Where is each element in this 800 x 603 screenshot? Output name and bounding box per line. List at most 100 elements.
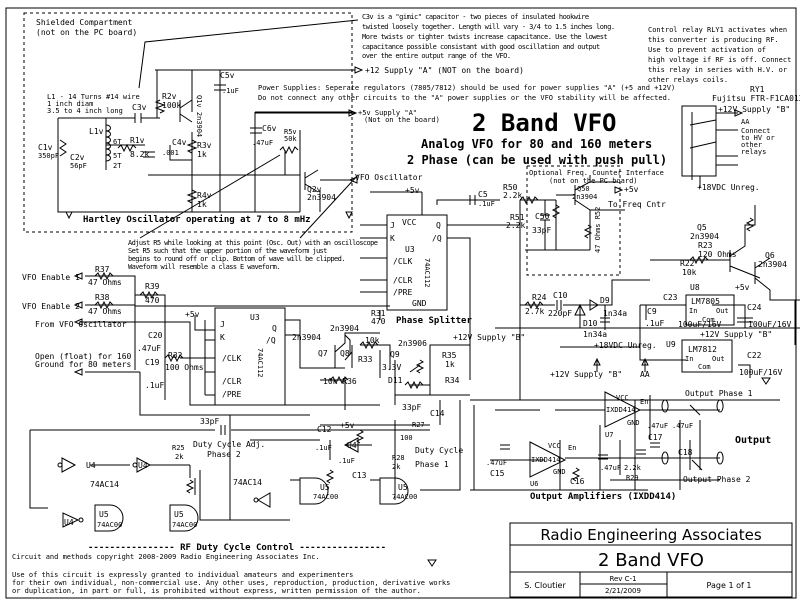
title-block	[509, 522, 793, 598]
vfo-enable-1: VFO Enable 1	[22, 273, 80, 282]
d11-value: 3.3V	[382, 363, 401, 372]
phase-splitter-title: Phase Splitter	[396, 315, 472, 326]
r28-label: R28	[392, 454, 405, 462]
u3-pin-pre: /PRE	[393, 288, 412, 297]
c1v-label: C1v	[38, 143, 53, 152]
counter-5v: +5v	[624, 185, 639, 194]
u8-out: Out	[716, 307, 729, 315]
d11-label: D11	[388, 376, 403, 385]
relay-supply-b: +12V Supply "B"	[718, 105, 790, 114]
u3-pin-clk: /CLK	[393, 257, 412, 266]
r52-label: 47 Ohms R52	[594, 207, 602, 253]
to-freq-counter: To Freq Cntr	[608, 200, 666, 209]
band-select-160: Open (float) for 160	[35, 352, 132, 361]
c3v-label: C3v	[132, 103, 147, 112]
u7-en: En	[640, 398, 648, 406]
svg-text:this converter is producing RF: this converter is producing RF.	[648, 36, 779, 44]
r35-label: R35	[442, 351, 457, 360]
output-label: Output	[735, 435, 771, 446]
title-block-date: 2/21/2009	[605, 587, 641, 595]
detector-regulator	[495, 279, 800, 385]
supply-5a-label: +5v Supply "A"	[358, 109, 417, 117]
arrow-icon	[348, 109, 358, 117]
relay-hv-1: Connect	[741, 127, 771, 135]
unreg-label: +18VDC Unreg.	[594, 341, 657, 350]
c2v-label: C2v	[70, 153, 85, 162]
svg-text:L1 - 14 Turns #14 wire: L1 - 14 Turns #14 wire	[47, 93, 140, 101]
u3-label: U3	[405, 245, 415, 254]
copyright-notice: Circuit and methods copyright 2008-2009 …	[12, 553, 320, 561]
c12-label: C12	[317, 425, 332, 434]
c22-value: 100uF/16V	[739, 368, 783, 377]
band-select-80: Ground for 80 meters	[35, 360, 132, 369]
counter-subtitle: (not on the PC board)	[549, 177, 638, 185]
r38-label: R38	[95, 293, 110, 302]
q7-value: 2n3904	[292, 333, 321, 342]
r38-value: 47 Ohms	[88, 307, 122, 316]
subtitle-analog: Analog VFO for 80 and 160 meters	[421, 137, 652, 151]
relay-part: Fujitsu FTR-F1CA012V	[712, 94, 800, 103]
c14-value: 33pF	[402, 403, 421, 412]
r36-label: 10k R36	[323, 377, 357, 386]
svg-text:over the entire output range o: over the entire output range of the VFO.	[362, 52, 511, 60]
c50-label: C50	[535, 212, 550, 221]
c20-label: C20	[148, 331, 163, 340]
q6-value: 2n3904	[758, 260, 787, 269]
u3b-pin-nq: /Q	[266, 336, 276, 345]
u4-a-label: U4	[86, 461, 96, 470]
c14-label: C14	[430, 409, 445, 418]
c23-value: 100uF/16V	[678, 320, 722, 329]
r5v-label: R5v	[284, 128, 297, 136]
duty-cycle-title: ---------------- RF Duty Cycle Control -…	[88, 543, 386, 553]
u5-a-part: 74AC00	[97, 521, 122, 529]
u5-a-label: U5	[99, 510, 109, 519]
sheet-border	[5, 7, 797, 599]
u3b-pin-clr: /CLR	[222, 377, 241, 386]
u3b-pin-pre: /PRE	[222, 390, 241, 399]
u6-en: En	[568, 444, 576, 452]
u9-in: In	[685, 355, 693, 363]
r50-value: 2.2k	[503, 191, 522, 200]
u3-pin-k: K	[390, 234, 395, 243]
u3b-pin-q: Q	[272, 324, 277, 333]
c17-label: C17	[648, 433, 663, 442]
r1v-value: 8.2k	[130, 150, 149, 159]
usage-notice-2: for their own individual, non-commercial…	[12, 579, 450, 587]
shielded-label: Shielded Compartment	[36, 18, 133, 27]
u5-d-part: 74AC00	[392, 493, 417, 501]
c50-value: 33pF	[532, 226, 551, 235]
c16-value: .47uF	[600, 464, 621, 472]
counter-circuit	[519, 175, 625, 251]
vfo-enable-2: VFO Enable 2	[22, 302, 80, 311]
q9-label: Q9	[390, 350, 400, 359]
svg-text:Set R5 such that the upper por: Set R5 such that the upper portion of th…	[128, 247, 327, 255]
svg-text:Adjust R5 while looking at thi: Adjust R5 while looking at this point (O…	[128, 239, 378, 247]
u3-pin-nq: /Q	[432, 234, 442, 243]
svg-text:capacitance possible consistan: capacitance possible consistant with goo…	[362, 43, 600, 51]
u5-d-label: U5	[398, 483, 408, 492]
c22-label: C22	[747, 351, 762, 360]
splitter-supply-b: +12V Supply "B"	[453, 333, 525, 342]
q8-label: Q8	[340, 349, 350, 358]
svg-text:Do not connect any other circu: Do not connect any other circuits to the…	[258, 94, 671, 102]
svg-text:Waveform will resemble a class: Waveform will resemble a class E wavefor…	[128, 263, 280, 271]
duty2-phase: Phase 2	[207, 450, 241, 459]
u7-gnd: GND	[627, 419, 640, 427]
c13-label: C13	[352, 471, 367, 480]
r23-label: R23	[698, 241, 713, 250]
u3-splitter-wires	[360, 191, 521, 400]
c13-value: .1uF	[338, 457, 355, 465]
c19-value: .1uF	[145, 381, 164, 390]
u7-label: U7	[605, 431, 613, 439]
r3v-value: 1k	[197, 150, 207, 159]
u5-b-label: U5	[174, 510, 184, 519]
c3v-note: C3v is a "gimic" capacitor - two pieces …	[362, 13, 615, 60]
title-block-author: S. Cloutier	[524, 581, 566, 590]
c10-value: 220pF	[548, 309, 572, 318]
u4-e-label: U4	[347, 441, 357, 450]
c5v-value: .1uF	[222, 87, 239, 95]
u3-gnd: GND	[412, 299, 427, 308]
q8-value: 2n3904	[330, 324, 359, 333]
u3-vcc: VCC	[402, 218, 417, 227]
q1v-label: Q1v 2n3904	[195, 95, 203, 137]
